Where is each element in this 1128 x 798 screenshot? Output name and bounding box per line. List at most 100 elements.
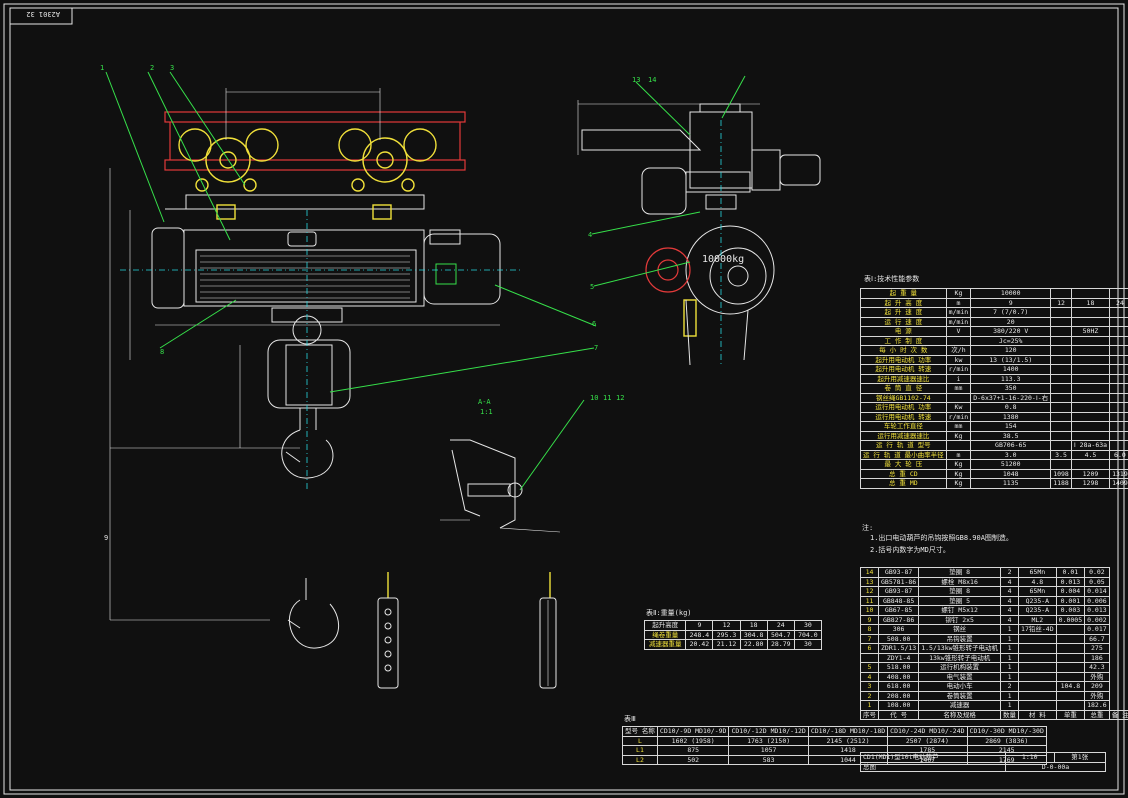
table-cell: 1057 bbox=[728, 745, 809, 756]
table-cell: 1098 bbox=[1050, 468, 1072, 479]
table-cell: 电气装置 bbox=[918, 671, 1002, 682]
table-cell: 7 bbox=[860, 633, 879, 644]
table-header-cell: 备 注 bbox=[1108, 709, 1128, 720]
table-cell bbox=[1109, 411, 1128, 422]
leader-11: 11 bbox=[603, 394, 611, 402]
table-cell: 2145 (2512) bbox=[807, 735, 889, 746]
table-header-cell: CD10/-24D MD10/-24D bbox=[887, 726, 968, 737]
table-cell: 1407 bbox=[887, 754, 968, 765]
table-header-cell: 18 bbox=[739, 620, 768, 631]
table-cell: 起升用电动机 功率 bbox=[860, 354, 947, 365]
table-cell: Kg bbox=[945, 478, 972, 489]
table-cell: 12 bbox=[1050, 297, 1072, 308]
table-cell: 绳卷重量 bbox=[643, 629, 687, 640]
table-cell: 306 bbox=[877, 624, 920, 635]
table-cell: 螺钉 M5x12 bbox=[918, 605, 1002, 616]
table-cell: D-6x37+1-16-220-Ⅰ-右 bbox=[970, 392, 1052, 403]
table-cell: 4 bbox=[1000, 614, 1020, 625]
leader-3: 3 bbox=[170, 64, 174, 72]
table-cell: 1 bbox=[1000, 624, 1020, 635]
table-cell: 垫圈 8 bbox=[918, 586, 1002, 597]
note-2: 2.括号内数字为MD尺寸。 bbox=[870, 546, 950, 554]
leader-6: 6 bbox=[592, 320, 596, 328]
table-cell: 4.5 bbox=[1070, 449, 1111, 460]
table-cell: 运行用电动机 转速 bbox=[860, 411, 947, 422]
table-cell: 1763 (2150) bbox=[728, 735, 809, 746]
table-cell: GB827-86 bbox=[877, 614, 920, 625]
side-view: 4 5 13 14 10000kg bbox=[577, 75, 821, 366]
table-cell: 4 bbox=[1000, 576, 1020, 587]
table-cell: 4.8 bbox=[1018, 576, 1057, 587]
table-cell bbox=[1018, 681, 1057, 692]
table-cell bbox=[1050, 364, 1072, 375]
table-cell: 减速器 bbox=[918, 700, 1002, 711]
table-cell: 4 bbox=[860, 671, 879, 682]
table-header-cell: 数量 bbox=[1000, 709, 1020, 720]
table-header-cell: CD10/-18D MD10/-18D bbox=[807, 726, 889, 737]
table-cell: 5 bbox=[860, 662, 879, 673]
table-cell: 1319 bbox=[1109, 468, 1128, 479]
table-cell: 1 bbox=[1000, 700, 1020, 711]
table-cell bbox=[1018, 662, 1057, 673]
table-cell bbox=[1109, 345, 1128, 356]
table-cell: 0.002 bbox=[1084, 614, 1110, 625]
table-cell: 卷 筒 直 径 bbox=[860, 383, 947, 394]
table-cell: 工 作 制 度 bbox=[860, 335, 947, 346]
table-cell bbox=[1018, 652, 1057, 663]
table-cell: 0.013 bbox=[1084, 605, 1110, 616]
table-cell: GB93-87 bbox=[877, 567, 920, 578]
table-cell: kw bbox=[945, 354, 972, 365]
table-cell: 518.00 bbox=[877, 662, 920, 673]
table-header-cell: 9 bbox=[685, 620, 714, 631]
table-header-cell: CD10/-9D MD10/-9D bbox=[656, 726, 730, 737]
table-cell: 每 小 时 次 数 bbox=[860, 345, 947, 356]
table-cell: 1400 bbox=[970, 364, 1052, 375]
table-cell: 28.79 bbox=[766, 639, 795, 650]
table-cell: 最 大 轮 压 bbox=[860, 459, 947, 470]
table-cell bbox=[1070, 316, 1111, 327]
table-cell bbox=[1109, 326, 1128, 337]
table-cell: 0.003 bbox=[1055, 605, 1086, 616]
table-cell bbox=[1070, 421, 1111, 432]
table-cell: 4 bbox=[1000, 605, 1020, 616]
table-cell: 10 bbox=[860, 605, 879, 616]
table-header-cell: 代 号 bbox=[877, 709, 920, 720]
table-cell: 0.004 bbox=[1055, 586, 1086, 597]
leader-14: 14 bbox=[648, 76, 656, 84]
table-cell bbox=[1050, 316, 1072, 327]
table-cell: GB67-85 bbox=[877, 605, 920, 616]
table-cell: 起 升 高 度 bbox=[860, 297, 947, 308]
table-cell bbox=[1055, 671, 1086, 682]
table-cell: 0.01 bbox=[1055, 567, 1086, 578]
table-cell bbox=[1109, 383, 1128, 394]
table-cell: ML2 bbox=[1018, 614, 1057, 625]
table-cell bbox=[1055, 643, 1086, 654]
table-cell: 4 bbox=[1000, 586, 1020, 597]
leader-9: 9 bbox=[104, 534, 108, 542]
table-cell bbox=[1018, 690, 1057, 701]
table-cell bbox=[1109, 335, 1128, 346]
table-header-cell: CD10/-12D MD10/-12D bbox=[728, 726, 809, 737]
table-cell: 1418 bbox=[807, 745, 889, 756]
table-cell: r/min bbox=[945, 411, 972, 422]
table-cell: i bbox=[945, 373, 972, 384]
